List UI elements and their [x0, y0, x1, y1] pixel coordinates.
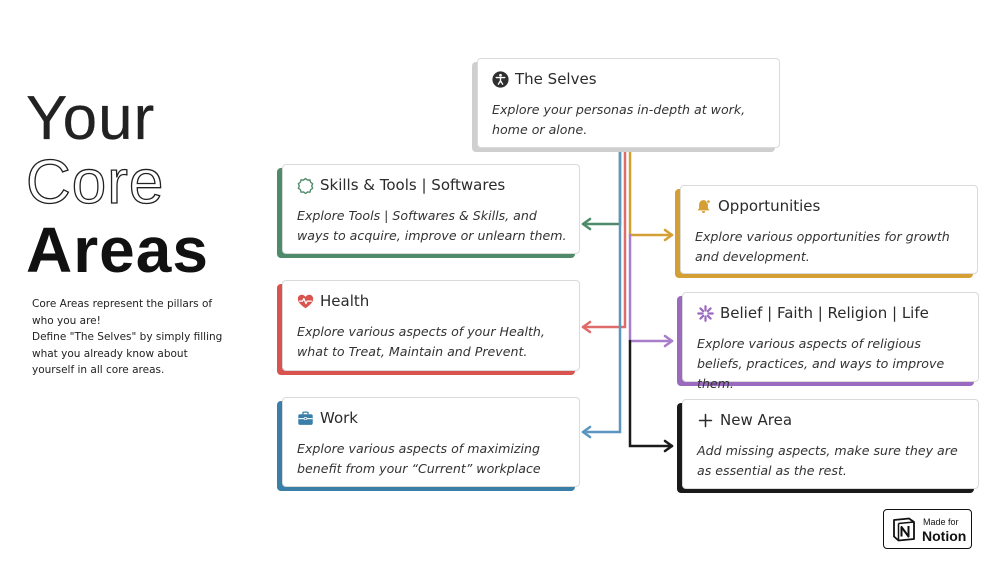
- made-for-notion-badge[interactable]: Made for Notion: [883, 509, 972, 549]
- card-description: Explore various opportunities for growth…: [695, 229, 950, 264]
- card-description: Explore Tools | Softwares & Skills, and …: [297, 208, 567, 243]
- card-title-text: The Selves: [515, 70, 597, 88]
- card-description: Explore various aspects of religious bel…: [697, 336, 945, 391]
- card-title-text: Health: [320, 292, 370, 310]
- card-work[interactable]: Work Explore various aspects of maximizi…: [282, 397, 580, 487]
- description-line-2: Define "The Selves" by simply filling wh…: [32, 331, 223, 376]
- heart-pulse-icon: [297, 293, 314, 310]
- connector-skills: [581, 148, 622, 226]
- card-skills-tools[interactable]: Skills & Tools | Softwares Explore Tools…: [282, 164, 580, 254]
- card-new-area[interactable]: New Area Add missing aspects, make sure …: [682, 399, 979, 489]
- connector-opportunities: [628, 148, 674, 237]
- bell-icon: [695, 198, 712, 215]
- card-title-text: Skills & Tools | Softwares: [320, 176, 506, 194]
- notion-logo-icon: [893, 517, 915, 542]
- sparkle-icon: [697, 304, 714, 322]
- arrow-health: [581, 320, 592, 334]
- arrow-skills: [581, 217, 592, 231]
- briefcase-icon: [297, 410, 314, 427]
- card-description: Explore various aspects of maximizing be…: [297, 441, 541, 476]
- arrow-newarea: [663, 439, 674, 453]
- arrow-opportunities: [663, 228, 674, 242]
- card-description: Explore various aspects of your Health, …: [297, 324, 545, 359]
- arrow-belief: [663, 334, 674, 348]
- card-description: Explore your personas in-depth at work, …: [492, 102, 746, 137]
- plus-icon: [697, 412, 714, 429]
- card-belief-faith[interactable]: Belief | Faith | Religion | Life Explore…: [682, 292, 979, 391]
- connector-work: [581, 148, 622, 434]
- title-your: Your: [26, 84, 156, 153]
- title-areas: Areas: [26, 214, 209, 286]
- connector-newarea: [628, 339, 674, 448]
- card-title-text: Opportunities: [718, 197, 821, 215]
- badge-big-text: Notion: [922, 528, 967, 544]
- card-title-text: Belief | Faith | Religion | Life: [720, 304, 929, 322]
- card-the-selves[interactable]: The Selves Explore your personas in-dept…: [477, 58, 780, 148]
- card-title-text: Work: [320, 409, 358, 427]
- arrow-work: [581, 425, 592, 439]
- card-health[interactable]: Health Explore various aspects of your H…: [282, 280, 580, 371]
- description-line-1: Core Areas represent the pillars of who …: [32, 298, 213, 327]
- badge-icon: [297, 177, 314, 194]
- card-description: Add missing aspects, make sure they are …: [697, 443, 958, 478]
- badge-small-text: Made for: [923, 517, 959, 527]
- connector-health: [581, 148, 627, 329]
- core-areas-description: Core Areas represent the pillars of who …: [32, 296, 232, 379]
- card-opportunities[interactable]: Opportunities Explore various opportunit…: [680, 185, 978, 274]
- connector-belief: [628, 233, 674, 343]
- accessibility-icon: [492, 70, 509, 88]
- card-title-text: New Area: [720, 411, 793, 429]
- title-core: Core: [25, 148, 165, 217]
